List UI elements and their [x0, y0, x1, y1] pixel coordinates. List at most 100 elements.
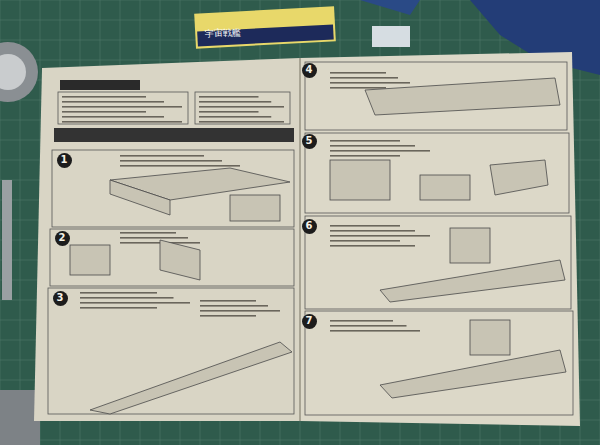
print-line	[330, 330, 420, 332]
print-line	[199, 116, 271, 118]
notice-box	[58, 92, 188, 124]
step-panel	[305, 311, 573, 415]
print-line	[200, 315, 256, 317]
step-number-text: 7	[306, 316, 313, 326]
step-panel	[50, 229, 294, 286]
print-line	[80, 292, 157, 294]
bridge-drawing	[470, 320, 510, 355]
step-panel	[305, 62, 567, 130]
print-line	[62, 116, 164, 118]
step-number-text: 1	[61, 155, 68, 165]
print-line	[80, 297, 174, 299]
print-line	[330, 325, 407, 327]
print-line	[330, 145, 415, 147]
tweezers	[2, 180, 12, 300]
print-line	[80, 307, 157, 309]
print-line	[62, 101, 164, 103]
hull-drawing	[380, 350, 566, 398]
step-panel	[305, 133, 569, 213]
print-line	[330, 77, 398, 79]
step-number: 4	[302, 63, 317, 78]
step-panel	[305, 216, 571, 309]
part-drawing	[420, 175, 470, 200]
part-drawing	[490, 160, 548, 195]
step-number-text: 6	[306, 221, 313, 231]
hull-drawing	[380, 260, 565, 302]
step-number-text: 4	[306, 65, 313, 75]
print-line	[200, 300, 256, 302]
step-number-text: 5	[306, 136, 313, 146]
print-line	[120, 160, 222, 162]
blue-cloth	[360, 0, 420, 15]
right-page	[300, 52, 580, 426]
step-number: 1	[57, 153, 72, 168]
print-line	[62, 96, 146, 98]
decal-title: 宇宙戦艦	[205, 28, 241, 40]
print-line	[330, 225, 400, 227]
print-line	[330, 320, 393, 322]
step-number: 3	[53, 291, 68, 306]
grid-line	[300, 0, 301, 445]
print-line	[330, 82, 410, 84]
print-line	[62, 106, 182, 108]
part-drawings	[70, 78, 566, 414]
scissors	[0, 390, 40, 445]
step-number-text: 2	[59, 233, 66, 243]
print-line	[199, 101, 271, 103]
print-line	[330, 140, 400, 142]
print-line	[62, 121, 182, 123]
print-line	[120, 155, 204, 157]
step-number: 5	[302, 134, 317, 149]
print-line	[199, 121, 284, 123]
part-drawing	[330, 160, 390, 200]
spine	[299, 58, 301, 421]
print-line	[330, 240, 400, 242]
print-line	[330, 245, 415, 247]
print-line	[120, 237, 188, 239]
step-panels	[48, 62, 573, 415]
bridge-drawing	[450, 228, 490, 263]
hull-drawing	[110, 180, 170, 215]
print-line	[62, 111, 146, 113]
left-page	[34, 58, 300, 421]
print-line	[200, 305, 268, 307]
step-number: 6	[302, 219, 317, 234]
grid-line	[0, 440, 600, 441]
print-line	[330, 150, 430, 152]
print-line	[330, 230, 415, 232]
hull-drawing	[90, 342, 292, 414]
step-number: 7	[302, 314, 317, 329]
decal-card	[194, 6, 336, 48]
step-number-text: 3	[57, 293, 64, 303]
print-line	[199, 96, 259, 98]
step-panel	[52, 150, 294, 227]
print-line	[330, 155, 400, 157]
print-line	[120, 232, 176, 234]
print-line	[330, 87, 386, 89]
step-number: 2	[55, 231, 70, 246]
decal-band	[197, 24, 334, 46]
print-line	[330, 235, 430, 237]
decal-sheet	[372, 26, 410, 47]
print-line	[200, 310, 280, 312]
metal-tool-face	[0, 54, 26, 90]
part-drawing	[230, 195, 280, 221]
notice-box	[195, 92, 290, 124]
hull-drawing	[365, 78, 560, 115]
step-panel	[48, 288, 294, 414]
stand-drawing	[70, 245, 110, 275]
print-line	[120, 165, 240, 167]
black-band	[54, 128, 294, 142]
metal-tool	[0, 42, 38, 102]
print-line	[80, 302, 190, 304]
print-line	[330, 72, 386, 74]
header-bar	[60, 80, 140, 90]
print-line	[199, 111, 259, 113]
print-line	[199, 106, 284, 108]
stand-drawing	[160, 240, 200, 280]
